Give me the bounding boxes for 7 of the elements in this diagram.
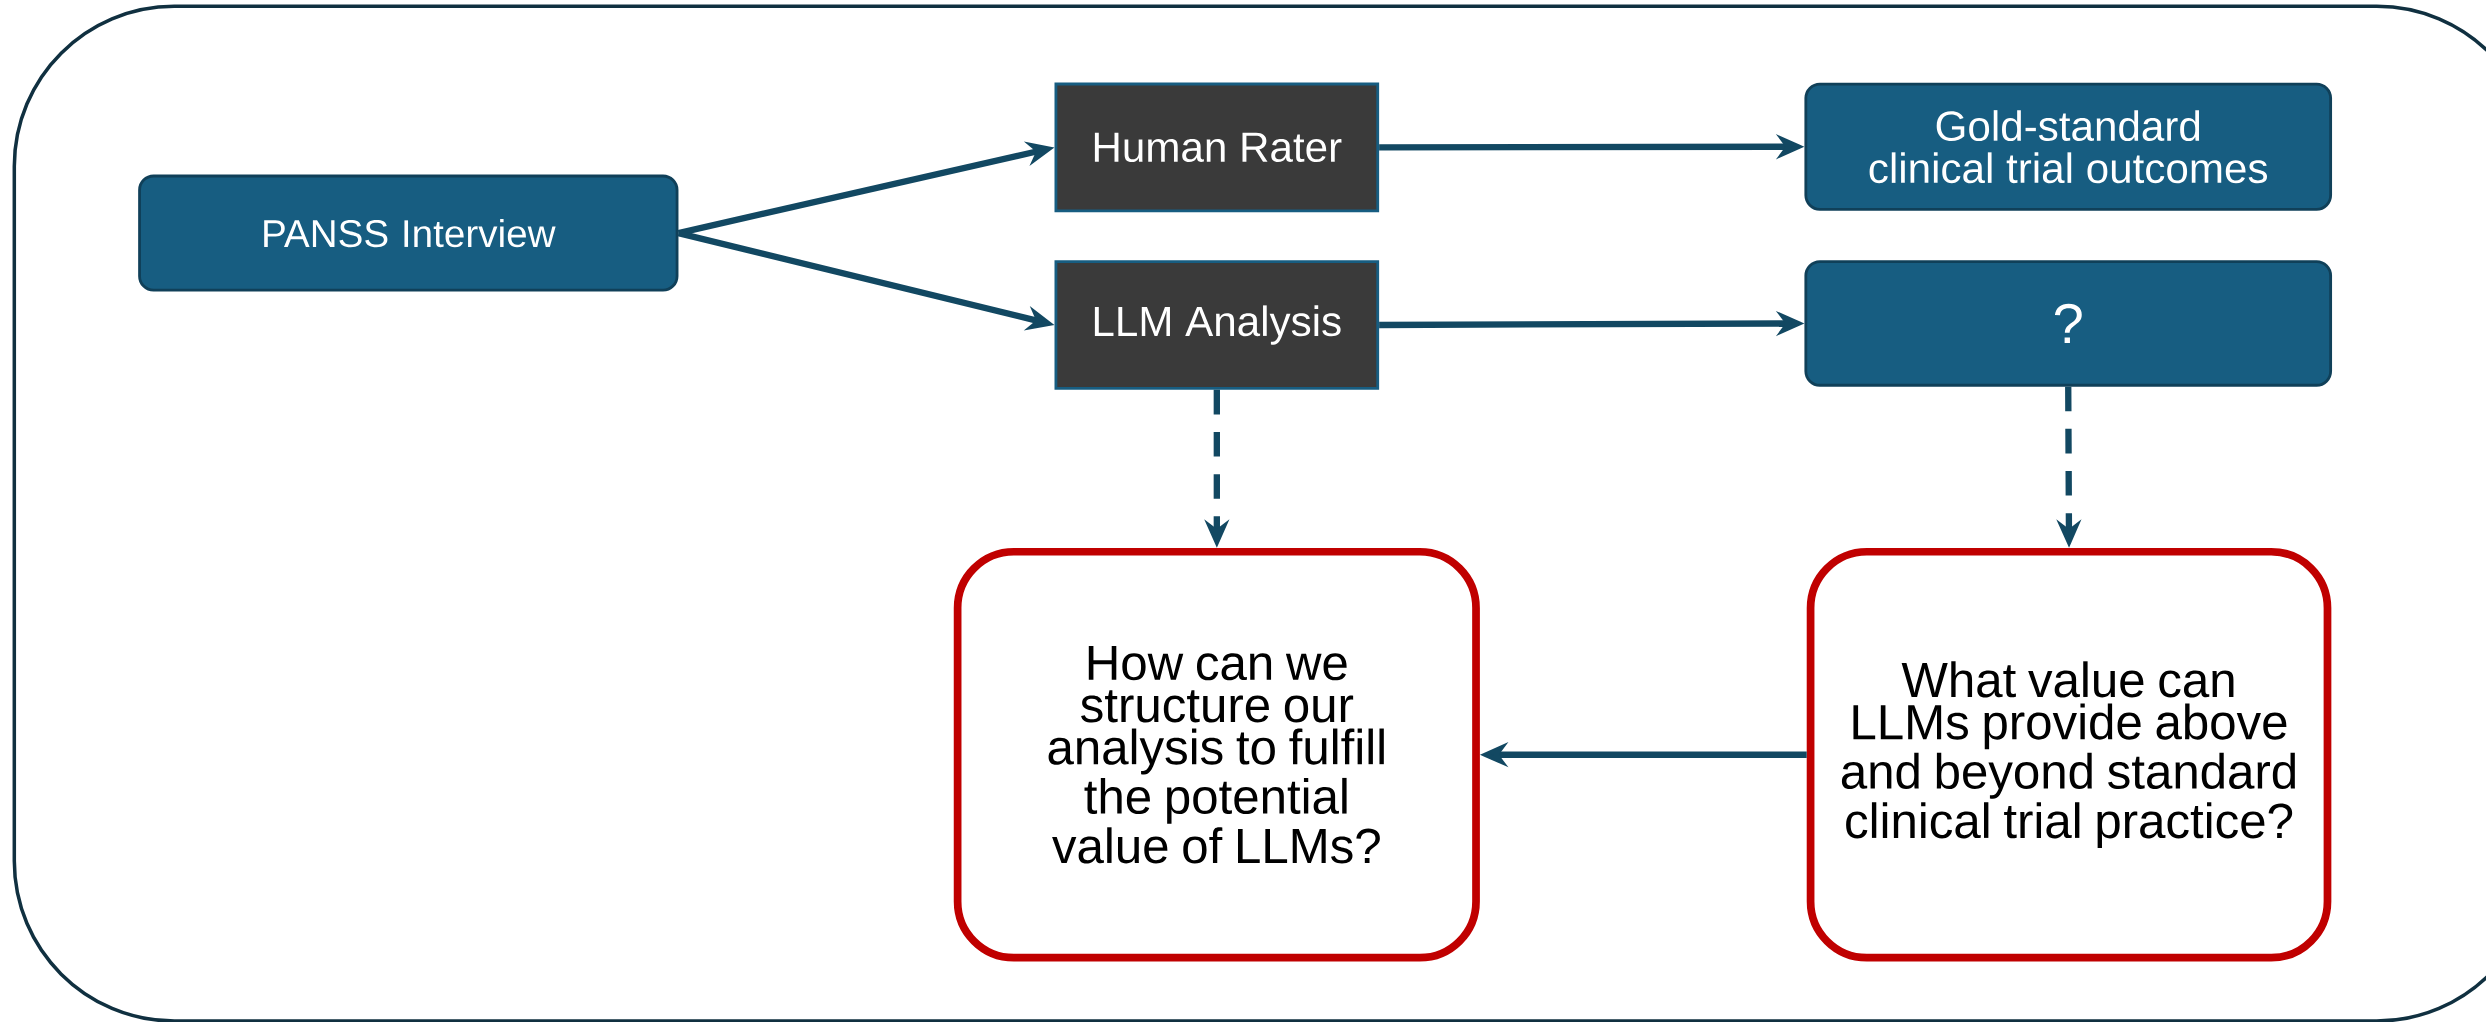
question-box: How can we structure our analysis to fulfill the potential value of LLMs? <box>953 547 1480 962</box>
process-box: PANSS Interview <box>138 174 679 292</box>
question-box: What value can LLMs provide above and beyond standard clinical trial practice? <box>1806 547 2332 962</box>
process-box: ? <box>1804 260 2333 387</box>
process-box: LLM Analysis <box>1054 260 1380 390</box>
process-box: Gold-standard clinical trial outcomes <box>1804 82 2333 211</box>
process-box: Human Rater <box>1054 82 1380 213</box>
